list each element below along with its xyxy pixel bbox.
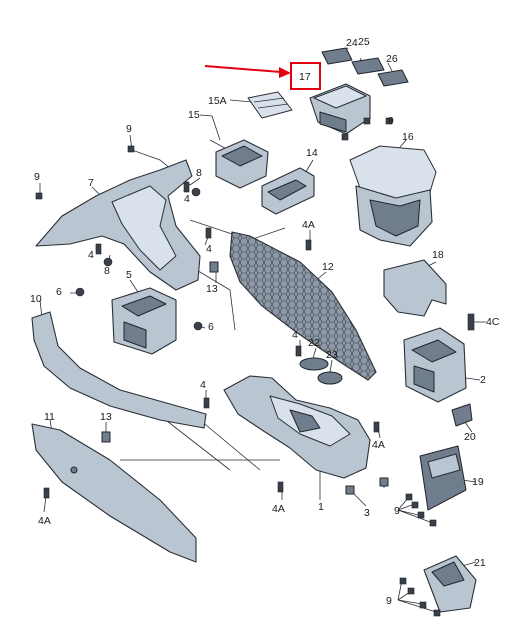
label-13-bottom: 13 <box>100 411 112 423</box>
label-4-mid: 4 <box>206 243 212 255</box>
part-23-disc <box>317 371 343 385</box>
part-10-side-strip <box>31 311 207 429</box>
label-4A-right: 4A <box>372 439 385 451</box>
label-20: 20 <box>464 431 476 443</box>
label-14: 14 <box>306 147 318 159</box>
label-25: 25 <box>358 36 370 48</box>
part-14-bracket <box>261 167 315 215</box>
part-5-shifter-housing <box>111 287 177 355</box>
label-3: 3 <box>364 507 370 519</box>
label-9-bottom: 9 <box>386 595 392 607</box>
label-19: 19 <box>472 476 484 488</box>
label-10: 10 <box>30 293 42 305</box>
label-9-lower: 9 <box>394 505 400 517</box>
part-7-front-trim <box>35 159 201 291</box>
label-4-top: 4 <box>184 193 190 205</box>
highlight-callout-17 <box>204 62 321 90</box>
part-labels: 24 25 26 17 15A 15 9 16 9 14 9 7 8 4 4A … <box>30 36 500 607</box>
part-1-center-console <box>223 375 371 479</box>
label-4-left: 4 <box>88 249 94 261</box>
part-22-disc <box>299 357 329 371</box>
label-6-right: 6 <box>208 321 214 333</box>
label-22: 22 <box>308 337 320 349</box>
part-3-clips <box>345 477 389 495</box>
label-13-top: 13 <box>206 283 218 295</box>
label-11: 11 <box>44 411 55 423</box>
part-25-pad <box>351 57 385 75</box>
clips-9 <box>35 117 441 617</box>
part-21-panel <box>423 555 477 613</box>
label-6-left: 6 <box>56 286 62 298</box>
screws-4-8 <box>43 181 380 499</box>
label-9-left: 9 <box>126 123 132 135</box>
label-7: 7 <box>88 177 94 189</box>
leader-lines <box>39 47 486 613</box>
label-8-left: 8 <box>104 265 110 277</box>
label-4A-left: 4A <box>38 515 51 527</box>
part-2-housing <box>403 327 467 403</box>
part-19-rear-panel <box>419 445 467 511</box>
label-4-console: 4 <box>292 329 298 341</box>
label-4C: 4C <box>486 316 500 328</box>
label-5: 5 <box>126 269 132 281</box>
part-4C-bolt <box>467 313 475 331</box>
label-12: 12 <box>322 261 334 273</box>
label-17: 17 <box>299 71 311 83</box>
label-9-far-left: 9 <box>34 171 40 183</box>
part-17-storage-box <box>309 83 371 141</box>
part-20-clip <box>451 403 473 427</box>
label-15A: 15A <box>208 95 227 107</box>
label-23: 23 <box>326 349 338 361</box>
label-24: 24 <box>346 37 358 49</box>
label-4-lower: 4 <box>200 379 206 391</box>
part-26-pad <box>377 69 409 87</box>
label-8-top: 8 <box>196 167 202 179</box>
label-2: 2 <box>480 374 486 386</box>
label-15: 15 <box>188 109 200 121</box>
part-12-honeycomb-panel <box>229 231 377 381</box>
part-16-armrest <box>349 145 437 247</box>
label-9-top: 9 <box>388 115 394 127</box>
label-18: 18 <box>432 249 444 261</box>
part-11-side-panel <box>31 423 197 563</box>
part-24-pad <box>321 47 353 65</box>
label-1: 1 <box>318 501 324 513</box>
label-21: 21 <box>474 557 486 569</box>
label-26: 26 <box>386 53 398 65</box>
label-4A-bottom: 4A <box>272 503 285 515</box>
screws-6 <box>75 287 203 331</box>
part-15A-mat <box>247 91 293 119</box>
part-18-bracket <box>383 259 447 317</box>
label-4A-top: 4A <box>302 219 315 231</box>
part-15-tray <box>215 139 269 189</box>
label-16: 16 <box>402 131 414 143</box>
part-13-clips <box>101 261 219 443</box>
